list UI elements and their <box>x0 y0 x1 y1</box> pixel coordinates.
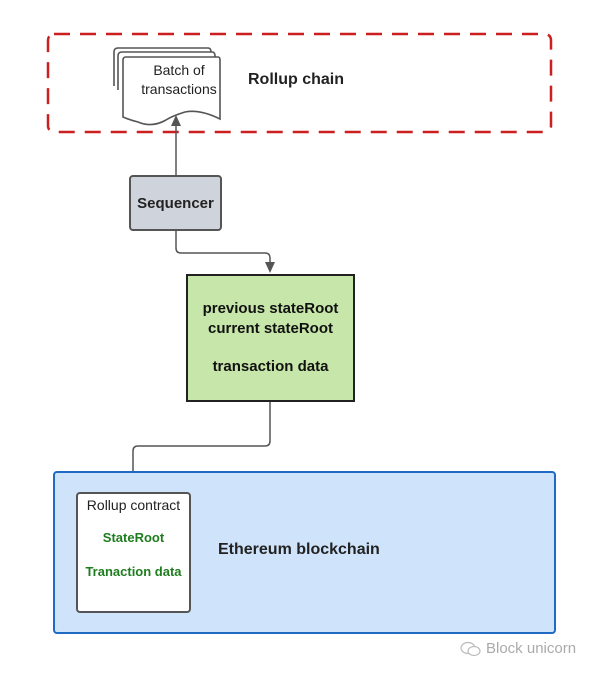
arrowhead-up <box>171 115 181 126</box>
ethereum-blockchain-title: Ethereum blockchain <box>218 541 380 558</box>
transaction-data-label: transaction data <box>212 358 329 375</box>
batch-document-icon <box>113 47 221 126</box>
current-stateroot-label: current stateRoot <box>207 320 334 337</box>
rollup-contract-title: Rollup contract <box>86 497 181 513</box>
watermark-text: Block unicorn <box>486 640 577 657</box>
watermark: Block unicorn <box>460 640 576 657</box>
edge-state-to-contract <box>132 402 271 482</box>
state-block-node: previous stateRoot current stateRoot tra… <box>186 274 355 402</box>
stateroot-item: StateRoot <box>102 530 165 545</box>
transaction-data-item: Tranaction data <box>85 564 182 579</box>
rollup-contract-node: Rollup contract StateRoot Tranaction dat… <box>76 492 191 613</box>
previous-stateroot-label: previous stateRoot <box>202 300 339 317</box>
batch-of-transactions-label: Batch of transactions <box>124 61 234 99</box>
rollup-chain-title: Rollup chain <box>248 71 344 88</box>
arrowhead-down-1 <box>265 262 275 273</box>
batch-label-line2: transactions <box>141 81 217 97</box>
rollup-chain-container <box>46 32 553 134</box>
sequencer-node: Sequencer <box>129 175 222 231</box>
wechat-icon <box>460 641 481 656</box>
batch-label-line1: Batch of <box>153 62 205 78</box>
edge-sequencer-to-state <box>175 231 271 264</box>
sequencer-label: Sequencer <box>137 194 214 212</box>
